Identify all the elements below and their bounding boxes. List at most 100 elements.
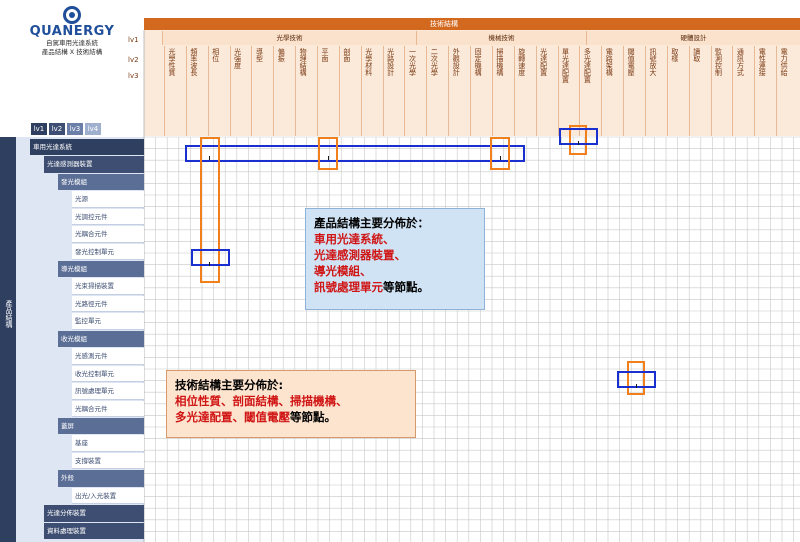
tech-col-separator xyxy=(688,46,690,136)
product-row-level4: 發光控制單元 xyxy=(72,243,144,261)
header-level-3: lv3 xyxy=(128,72,139,80)
highlight-col-section xyxy=(318,137,338,170)
tech-col-separator xyxy=(623,46,625,136)
product-row-level4: 光路徑元件 xyxy=(72,295,144,313)
level-button-2[interactable]: lv2 xyxy=(49,123,65,135)
mark-lidar-multi xyxy=(578,141,579,145)
tech-col-3: 相位 xyxy=(211,48,220,62)
tech-col-5: 導型 xyxy=(255,48,264,62)
tech-col-9: 剖面 xyxy=(342,48,351,62)
tech-col-separator xyxy=(251,46,253,136)
product-row-level4: 光耦合元件 xyxy=(72,226,144,243)
note-tech-bold: 技術結構 xyxy=(175,378,221,392)
product-row-level4: 光感測元件 xyxy=(72,348,144,365)
note-tech-distribution: 技術結構主要分佈於: 相位性質、剖面結構、掃描機構、 多光達配置、閾值電壓等節點… xyxy=(166,370,416,438)
product-row-level4: 訊號處理單元 xyxy=(72,383,144,400)
product-row-level4: 光調控元件 xyxy=(72,208,144,226)
tech-col-separator xyxy=(710,46,712,136)
header-bg xyxy=(144,30,800,136)
product-row-level3: 收光模組 xyxy=(58,330,144,348)
note-product-bold: 產品結構 xyxy=(314,216,360,230)
note-product-item-3: 導光模組、 xyxy=(314,264,372,278)
tech-col-16: 掃描機構 xyxy=(495,48,504,76)
product-row-level4: 光源 xyxy=(72,191,144,208)
tech-col-12: 一次光學 xyxy=(408,48,417,76)
product-row-level4: 監控單元 xyxy=(72,313,144,330)
note-product-item-2: 光達感測器裝置、 xyxy=(314,248,406,262)
tech-col-separator xyxy=(666,46,668,136)
product-row-level4: 收光控制單元 xyxy=(72,365,144,383)
highlight-col-multilidar xyxy=(569,125,587,155)
tech-col-14: 外觀設計 xyxy=(452,48,461,76)
note-product-item-1: 車用光達系統、 xyxy=(314,232,395,246)
tech-col-separator xyxy=(644,46,646,136)
tech-col-separator xyxy=(317,46,319,136)
tech-col-27: 通訊方式 xyxy=(736,48,745,76)
highlight-row-sensor xyxy=(185,145,525,162)
note-tech-line-3: 多光達配置、閾值電壓 xyxy=(175,410,290,424)
tech-col-1: 光學性質 xyxy=(168,48,176,76)
product-row-level1: 車用光達系統 xyxy=(30,139,144,156)
tech-col-7: 物理結構 xyxy=(299,48,308,76)
subtitle-matrix: 產品結構 X 技術結構 xyxy=(41,48,103,56)
logo-wordmark: QUANERGY xyxy=(29,24,115,39)
tech-col-19: 單光達配置 xyxy=(561,48,570,83)
group-hardware: 硬體設計 xyxy=(586,31,800,45)
tech-col-22: 閾值電壓 xyxy=(627,48,636,76)
note-product-distribution: 產品結構主要分佈於： 車用光達系統、 光達感測器裝置、 導光模組、 訊號處理單元… xyxy=(305,208,485,310)
tech-col-separator xyxy=(470,46,472,136)
product-row-level2: 資料處理裝置 xyxy=(44,522,144,539)
mark-signal-threshold xyxy=(636,384,637,388)
tech-col-separator xyxy=(776,46,778,136)
tech-col-24: 取樣 xyxy=(670,48,679,62)
tech-col-separator xyxy=(164,46,165,136)
tech-col-separator xyxy=(360,46,362,136)
tech-col-8: 平面 xyxy=(321,48,330,62)
note-product-intro: 主要分佈於： xyxy=(360,216,429,230)
level-button-3[interactable]: lv3 xyxy=(67,123,83,135)
tech-col-separator xyxy=(513,46,515,136)
product-row-level3: 外殼 xyxy=(58,470,144,487)
tech-col-26: 監測控制 xyxy=(714,48,723,76)
product-row-level2: 光達分佈裝置 xyxy=(44,505,144,522)
tech-col-separator xyxy=(579,46,581,136)
tech-structure-band xyxy=(144,18,800,30)
header-level-2: lv2 xyxy=(128,56,139,64)
tech-col-15: 固定機構 xyxy=(474,48,483,76)
quanergy-logo: QUANERGY 自駕車用光達系統 產品結構 X 技術結構 xyxy=(26,6,118,57)
tech-col-13: 二次光學 xyxy=(430,48,439,76)
mark-lightguide-phase xyxy=(209,262,210,266)
product-axis-label: 產品結構 xyxy=(5,300,13,328)
tech-col-separator xyxy=(338,46,340,136)
level-button-4[interactable]: lv4 xyxy=(85,123,101,135)
tech-col-18: 光達配置 xyxy=(539,48,548,76)
highlight-col-phase xyxy=(200,137,220,283)
tech-col-21: 電路架構 xyxy=(605,48,614,76)
tech-col-6: 偏振 xyxy=(277,48,286,62)
product-axis-bar xyxy=(0,137,16,542)
tech-col-separator xyxy=(448,46,450,136)
tech-col-separator xyxy=(295,46,297,136)
tech-col-10: 光學材料 xyxy=(364,48,373,76)
tech-col-separator xyxy=(732,46,734,136)
tech-col-2: 頻率波長 xyxy=(189,48,198,76)
note-tech-intro: 主要分佈於: xyxy=(221,378,284,392)
tech-col-separator xyxy=(229,46,231,136)
product-row-level4: 出光/入光裝置 xyxy=(72,487,144,505)
tech-col-20: 多光達配置 xyxy=(583,48,592,83)
tech-col-separator xyxy=(557,46,559,136)
note-tech-line-2: 相位性質、剖面結構、掃描機構、 xyxy=(175,394,348,408)
note-product-item-4: 訊號處理單元 xyxy=(314,280,383,294)
product-row-level3: 發光模組 xyxy=(58,173,144,191)
tech-col-17: 旋轉速度 xyxy=(517,48,526,76)
tech-col-25: 讀取 xyxy=(692,48,701,62)
tech-col-separator xyxy=(382,46,384,136)
level-button-1[interactable]: lv1 xyxy=(31,123,47,135)
mark-sensor-scan xyxy=(500,156,501,160)
header-level-1: lv1 xyxy=(128,36,139,44)
note-tech-tail: 等節點。 xyxy=(290,410,336,424)
tech-col-11: 光路設計 xyxy=(386,48,395,76)
note-product-tail: 等節點。 xyxy=(383,280,429,294)
tech-col-4: 光強度 xyxy=(233,48,242,69)
product-row-level4: 光耦合元件 xyxy=(72,400,144,417)
